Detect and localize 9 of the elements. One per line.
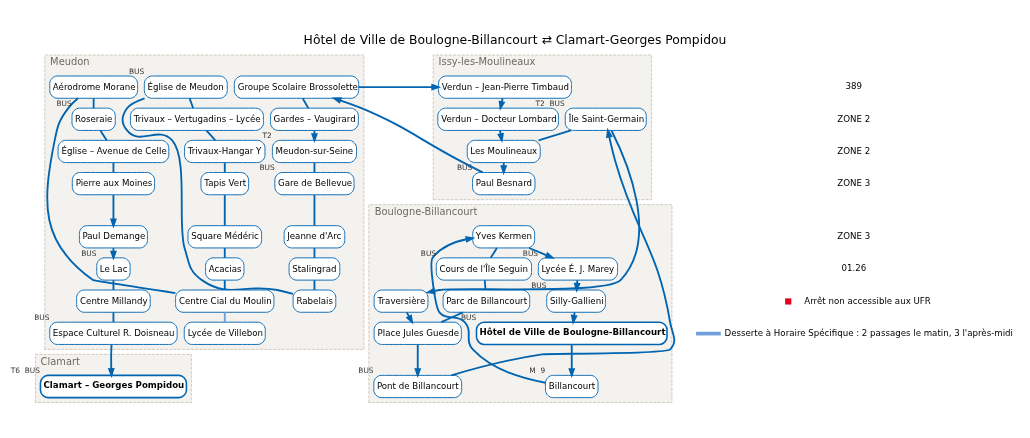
label: ZONE 2 [837, 113, 871, 124]
legend-label: Arrêt non accessible aux UFR [804, 295, 931, 306]
label: ZONE 3 [837, 177, 871, 188]
diagram-title: Hôtel de Ville de Boulogne-Billancourt ⇄ Clamart-Georges Pompidou [303, 32, 727, 47]
label: 389 [845, 80, 863, 91]
label: ZONE 3 [837, 230, 871, 241]
label: 01.26 [841, 262, 867, 273]
label: ZONE 2 [837, 145, 871, 156]
legend-label: Desserte à Horaire Spécifique : 2 passages le matin, 3 l'après-midi [724, 327, 1013, 338]
